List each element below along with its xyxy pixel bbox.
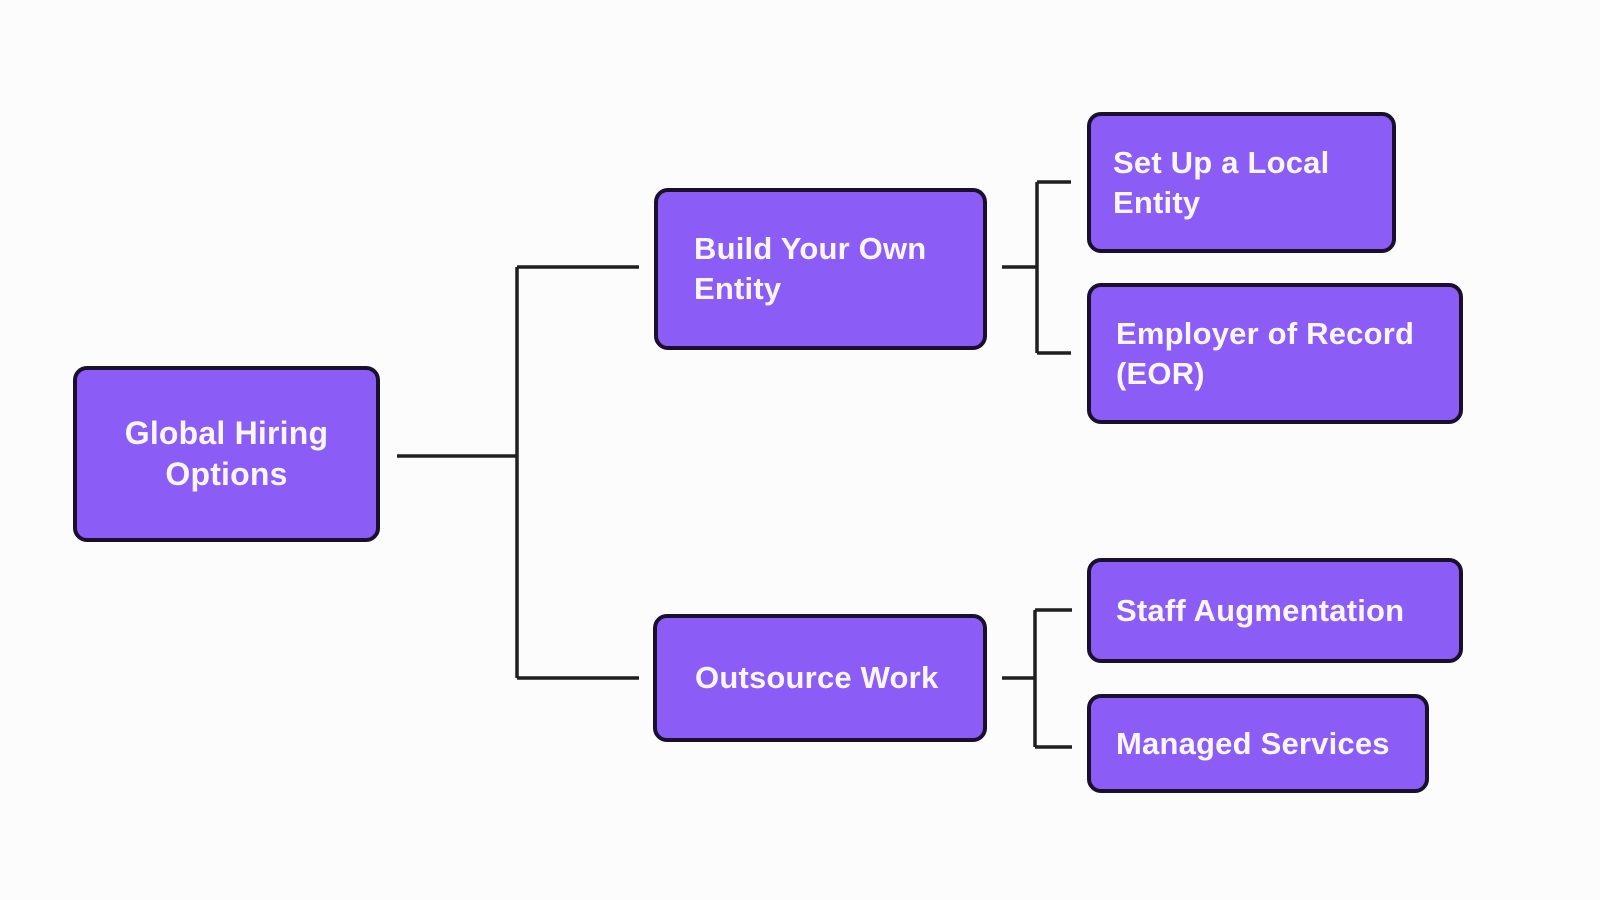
node-label: Global Hiring Options [124,415,329,492]
node-global-hiring-options: Global Hiring Options [73,366,380,542]
node-label: Employer of Record (EOR) [1116,315,1415,391]
node-label: Managed Services [1116,725,1390,761]
node-employer-of-record: Employer of Record (EOR) [1087,283,1463,424]
node-staff-augmentation: Staff Augmentation [1087,558,1463,663]
node-outsource-work: Outsource Work [653,614,987,742]
node-label: Outsource Work [695,660,939,696]
node-label: Set Up a Local Entity [1113,144,1330,220]
node-label: Build Your Own Entity [694,231,927,306]
node-set-up-local-entity: Set Up a Local Entity [1087,112,1396,253]
node-managed-services: Managed Services [1087,694,1429,793]
node-label: Staff Augmentation [1116,592,1405,628]
node-build-your-own-entity: Build Your Own Entity [654,188,987,350]
